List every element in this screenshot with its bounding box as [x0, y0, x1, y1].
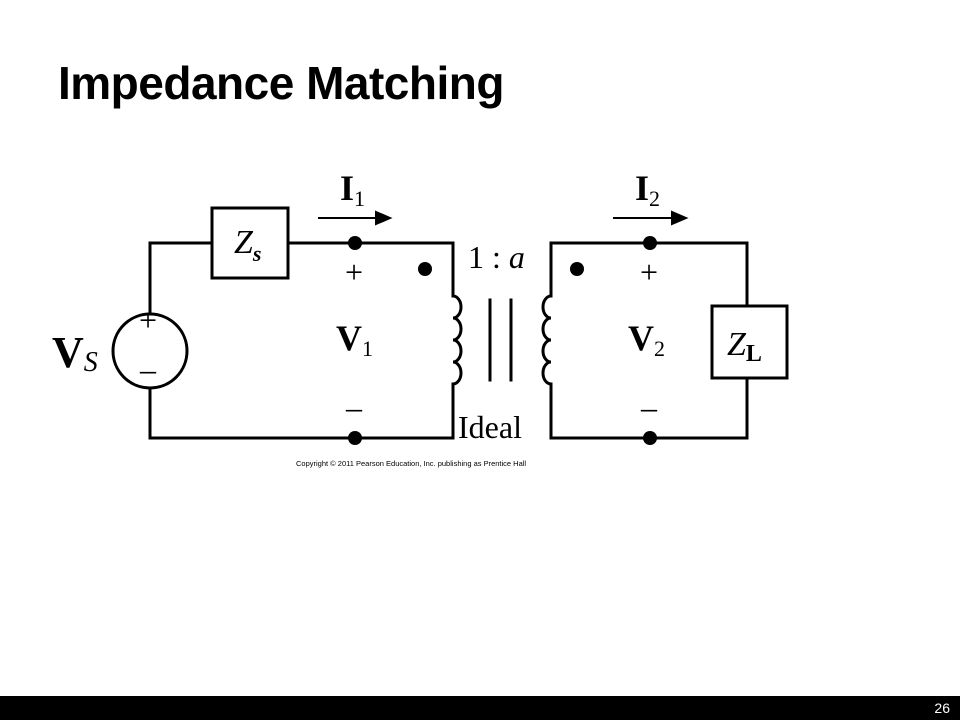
- v2-plus-sign: +: [640, 254, 658, 290]
- current-i2-label: I2: [635, 168, 660, 211]
- terminal-dot-primary-bottom: [348, 431, 362, 445]
- primary-coil: [451, 294, 463, 386]
- terminal-dot-primary-top: [348, 236, 362, 250]
- voltage-source-circle: [111, 312, 189, 390]
- current-arrow-i1-head: [375, 210, 393, 226]
- terminal-dot-secondary-top: [643, 236, 657, 250]
- page-number: 26: [934, 700, 950, 716]
- primary-top-wire-right: [286, 241, 455, 298]
- source-minus-sign: –: [139, 351, 157, 387]
- v1-minus-sign: –: [345, 389, 363, 425]
- primary-top-wire-left: [148, 241, 214, 320]
- polarity-dot-primary: [418, 262, 432, 276]
- turns-ratio-label: 1 : a: [468, 239, 525, 275]
- voltage-v2-label: V2: [628, 318, 665, 361]
- v2-minus-sign: –: [640, 389, 658, 425]
- source-impedance-label: Zs: [234, 224, 261, 266]
- voltage-v1-label: V1: [336, 318, 373, 361]
- current-i1-label: I1: [340, 168, 365, 211]
- primary-bottom-wire: [148, 382, 455, 440]
- slide-title: Impedance Matching: [58, 57, 504, 109]
- source-impedance-box: [210, 206, 290, 280]
- footer-bar: 26: [0, 696, 960, 720]
- load-impedance-label: ZL: [727, 326, 762, 367]
- terminal-dot-secondary-bottom: [643, 431, 657, 445]
- ideal-transformer-label: Ideal: [458, 409, 522, 445]
- polarity-dot-secondary: [570, 262, 584, 276]
- source-voltage-label: VS: [52, 328, 98, 378]
- current-arrow-i2-head: [671, 210, 689, 226]
- load-impedance-box: [710, 304, 789, 380]
- source-plus-sign: +: [139, 302, 157, 338]
- copyright-notice: Copyright © 2011 Pearson Education, Inc.…: [296, 459, 526, 468]
- v1-plus-sign: +: [345, 254, 363, 290]
- secondary-coil: [541, 294, 553, 386]
